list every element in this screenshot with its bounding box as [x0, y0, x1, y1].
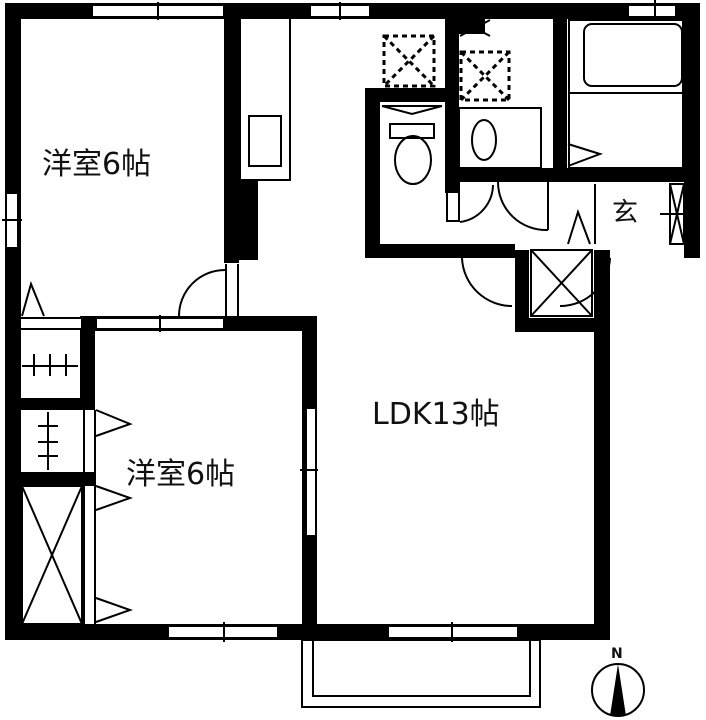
- shoe-closet: [530, 249, 593, 317]
- room-label-entrance: 玄: [612, 198, 639, 228]
- room-label-ldk: LDK13帖: [372, 397, 500, 432]
- closets: [21, 280, 134, 625]
- washing-machine-space: [382, 34, 511, 102]
- kitchen-counter: [239, 17, 291, 181]
- door-swings: [178, 181, 611, 317]
- balcony: [301, 639, 541, 708]
- bathtub: [555, 19, 684, 169]
- entrance-details: [567, 183, 685, 245]
- room-label-western-north: 洋室6帖: [42, 147, 152, 182]
- compass-north-arrow: [591, 663, 645, 717]
- window-mullions: [2, 0, 656, 642]
- compass-label: N: [611, 646, 623, 662]
- toilet: [381, 105, 443, 185]
- washbasin: [458, 107, 542, 169]
- room-label-western-south: 洋室6帖: [126, 457, 236, 492]
- vents: [459, 19, 491, 37]
